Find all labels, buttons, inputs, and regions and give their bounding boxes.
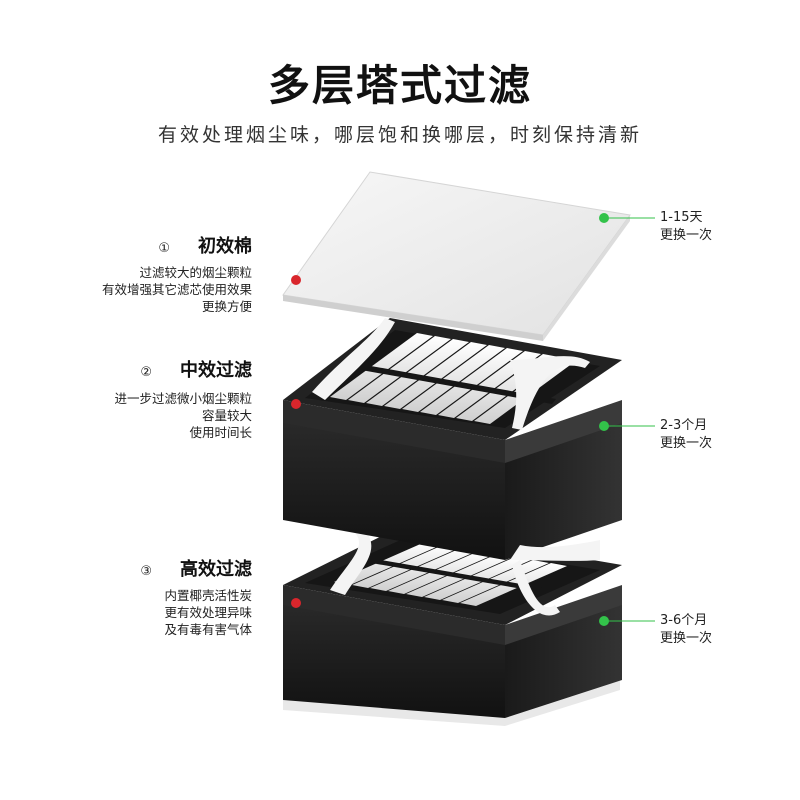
layer1-desc-line: 有效增强其它滤芯使用效果 [101,282,252,297]
layer2-name: 中效过滤 [180,360,252,381]
layer3-replace-note: 3-6个月 更换一次 [660,612,712,648]
layer1-desc-line: 更换方便 [201,299,252,314]
layer1-description: 过滤较大的烟尘颗粒 有效增强其它滤芯使用效果 更换方便 [102,264,252,315]
layer3-name: 高效过滤 [180,559,252,580]
layer2-description: 进一步过滤微小烟尘颗粒 容量较大 使用时间长 [114,390,252,441]
layer2-desc-line: 进一步过滤微小烟尘颗粒 [114,391,252,406]
medium-efficiency-filter-box [283,318,622,561]
layer3-desc-line: 更有效处理异味 [164,605,252,620]
layer3-description: 内置椰壳活性炭 更有效处理异味 及有毒有害气体 [164,587,252,638]
layer2-red-marker [291,399,301,409]
high-efficiency-filter-box [283,527,622,726]
layer3-red-marker [291,598,301,608]
layer1-heading: ① 初效棉 [158,232,252,258]
callout-lines [604,217,655,622]
layer2-green-marker [599,421,609,431]
layer3-action: 更换一次 [660,631,713,646]
layer2-action: 更换一次 [660,436,713,451]
layer3-desc-line: 内置椰壳活性炭 [164,588,252,603]
layer2-desc-line: 使用时间长 [189,425,252,440]
layer1-number: ① [158,241,170,256]
layer1-desc-line: 过滤较大的烟尘颗粒 [139,265,252,280]
layer2-number: ② [140,365,152,380]
page-subtitle: 有效处理烟尘味，哪层饱和换哪层，时刻保持清新 [157,124,642,146]
layer3-green-marker [599,616,609,626]
layer1-interval: 1-15天 [660,210,703,225]
layer1-red-marker [291,275,301,285]
layer3-number: ③ [140,564,152,579]
page-title: 多层塔式过滤 [267,61,532,110]
layer2-replace-note: 2-3个月 更换一次 [660,417,712,453]
layer1-action: 更换一次 [660,228,713,243]
primary-cotton-pad [282,171,631,341]
layer1-green-marker [599,213,609,223]
layer3-desc-line: 及有毒有害气体 [164,622,252,637]
layer2-heading: ② 中效过滤 [140,356,252,382]
layer1-replace-note: 1-15天 更换一次 [660,209,712,245]
layer2-interval: 2-3个月 [660,418,708,433]
layer3-heading: ③ 高效过滤 [140,555,252,581]
layer1-name: 初效棉 [198,236,252,257]
layer3-interval: 3-6个月 [660,613,708,628]
layer2-desc-line: 容量较大 [201,408,252,423]
